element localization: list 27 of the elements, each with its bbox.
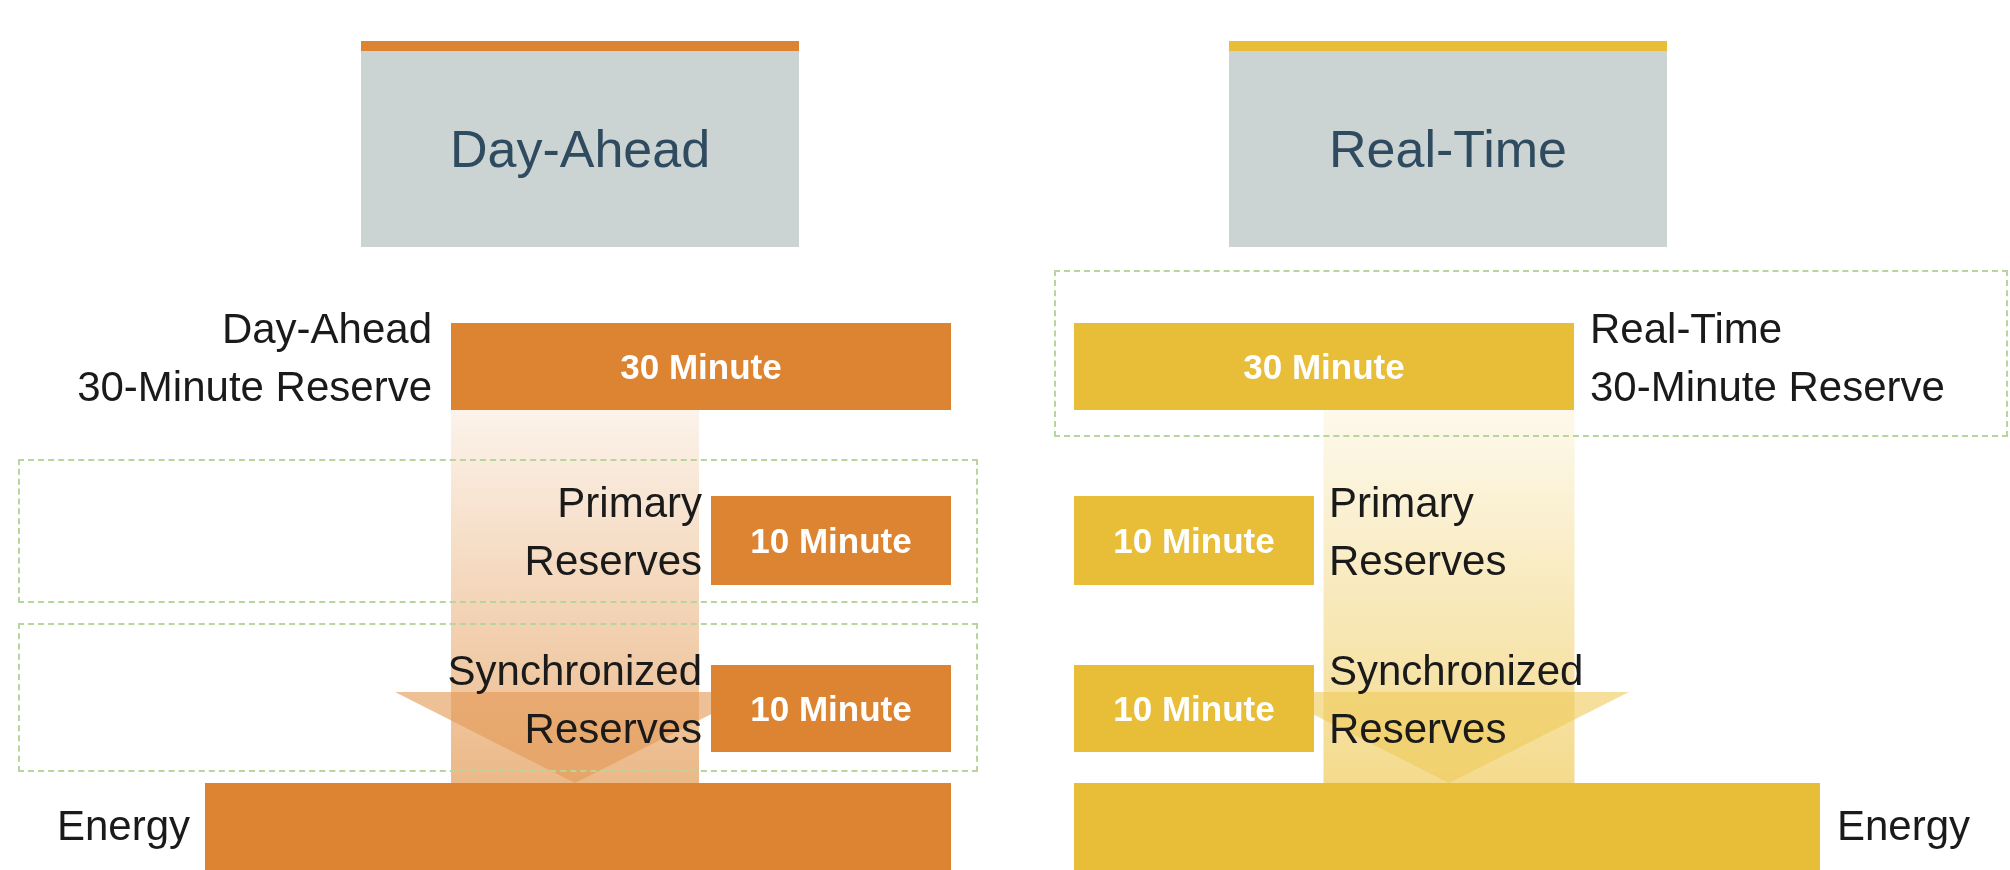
bar — [1074, 783, 1820, 870]
reserve-label: Synchronized Reserves — [1329, 646, 1585, 754]
energy-label: Energy — [1837, 801, 1972, 851]
header-box — [1229, 41, 1667, 247]
duration-label: 10 Minute — [1113, 523, 1275, 558]
reserve-label: Primary Reserves — [523, 478, 702, 586]
dashed-group-box — [18, 623, 978, 772]
bar — [711, 496, 951, 585]
duration-label: 10 Minute — [1113, 691, 1275, 726]
reserve-label: Day-Ahead 30-Minute Reserve — [76, 304, 432, 412]
dashed-group-box — [1054, 270, 2008, 437]
header-box — [361, 41, 799, 247]
bar — [451, 323, 951, 410]
bar — [1074, 665, 1314, 752]
bar — [711, 665, 951, 752]
duration-label: 10 Minute — [750, 691, 912, 726]
reserve-label: Real-Time 30-Minute Reserve — [1590, 304, 1946, 412]
bar — [1074, 323, 1574, 410]
bar — [205, 783, 951, 870]
duration-label: 30 Minute — [1243, 349, 1405, 384]
duration-label: 10 Minute — [750, 523, 912, 558]
duration-label: 30 Minute — [620, 349, 782, 384]
reserve-label: Primary Reserves — [1329, 478, 1508, 586]
bar — [1074, 496, 1314, 585]
header-title: Real-Time — [1329, 123, 1567, 175]
dashed-group-box — [18, 459, 978, 603]
energy-label: Energy — [55, 801, 190, 851]
